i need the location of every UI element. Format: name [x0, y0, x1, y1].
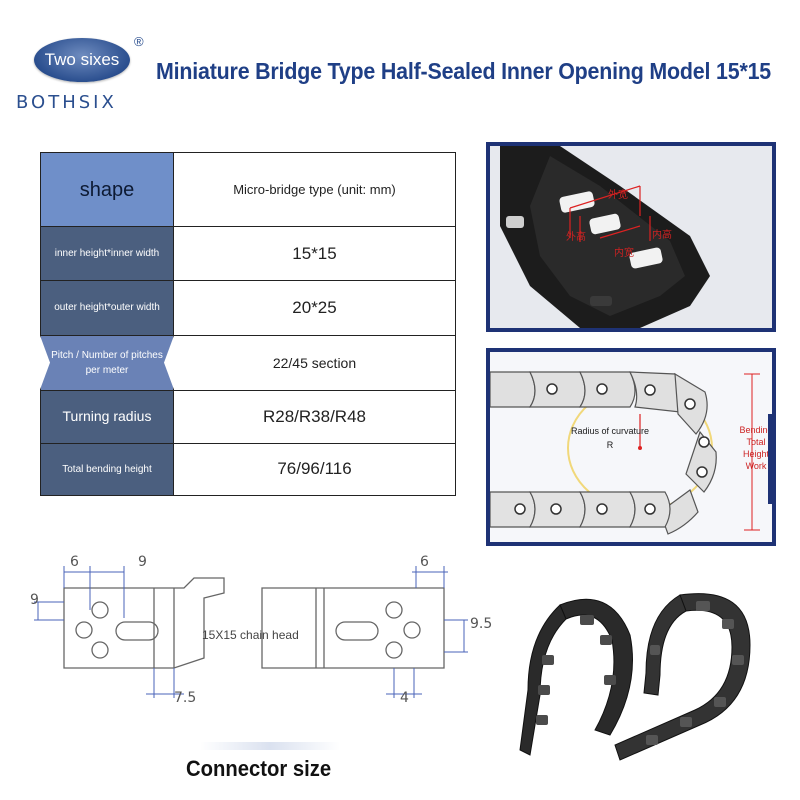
row-label-pitch: Pitch / Number of pitches per meter [40, 334, 174, 391]
dim-left-7-5: 7.5 [174, 690, 197, 706]
row-label: outer height*outer width [40, 280, 174, 336]
row-value: Micro-bridge type (unit: mm) [173, 151, 456, 228]
radius-symbol: R [606, 440, 614, 451]
row-label: Turning radius [40, 389, 174, 444]
product-photo [519, 593, 751, 761]
row-value: 15*15 [173, 226, 456, 282]
table-row: Total bending height 76/96/116 [40, 442, 456, 497]
faded-caption-bar [200, 742, 340, 750]
table-row: shape Micro-bridge type (unit: mm) [40, 151, 456, 228]
connector-size-title: Connector size [186, 756, 332, 781]
row-value: 20*25 [173, 280, 456, 336]
table-row: Turning radius R28/R38/R48 [40, 389, 456, 444]
row-label: inner height*inner width [40, 226, 174, 282]
chain-link-photo: 外宽 内高 外高 内宽 [486, 142, 776, 332]
bending-radius-photo: Radius of curvature R Bending Total Heig… [486, 348, 776, 546]
row-value: 22/45 section [173, 334, 456, 391]
logo-badge-icon [34, 38, 130, 82]
spec-table: shape Micro-bridge type (unit: mm) inner… [40, 151, 456, 497]
dim-right-9-5: 9.5 [470, 616, 493, 632]
dim-right-4: 4 [400, 690, 409, 706]
label-notch [164, 335, 174, 390]
dim-left-9-top: 9 [138, 554, 147, 570]
table-row: outer height*outer width 20*25 [40, 280, 456, 336]
bending-chain-illustration [490, 352, 772, 542]
radius-label: Radius of curvature R [560, 424, 660, 453]
brand-name: BOTHSIX [16, 92, 117, 113]
label-notch [40, 335, 50, 390]
table-row: Pitch / Number of pitches per meter 22/4… [40, 334, 456, 391]
dim-left-6: 6 [70, 554, 79, 570]
brand-logo: Two sixes ® BOTHSIX [12, 30, 152, 116]
logo-text: Two sixes [44, 50, 120, 69]
dim-label-outer-height: 外高 [566, 232, 586, 243]
registered-mark: ® [134, 34, 144, 49]
connector-drawing [34, 566, 468, 698]
table-row: inner height*inner width 15*15 [40, 226, 456, 282]
dim-label-inner-height: 内高 [652, 230, 672, 241]
chain-link-illustration [490, 146, 772, 328]
row-label: Total bending height [40, 442, 174, 497]
row-label: shape [40, 151, 174, 228]
dim-left-9-side: 9 [30, 592, 39, 608]
row-value: R28/R38/R48 [173, 389, 456, 444]
dim-label-outer-width: 外宽 [608, 190, 628, 201]
bending-height-label: Bending Total Height Work [739, 425, 773, 472]
row-value: 76/96/116 [173, 442, 456, 497]
page-title: Miniature Bridge Type Half-Sealed Inner … [156, 58, 772, 84]
radius-label-text: Radius of curvature [570, 426, 650, 436]
dim-label-inner-width: 内宽 [614, 248, 634, 259]
dim-right-6: 6 [420, 554, 429, 570]
frame-tab [768, 414, 772, 504]
row-label-text: Pitch / Number of pitches per meter [51, 349, 163, 376]
chain-head-label: 15X15 chain head [202, 628, 299, 642]
